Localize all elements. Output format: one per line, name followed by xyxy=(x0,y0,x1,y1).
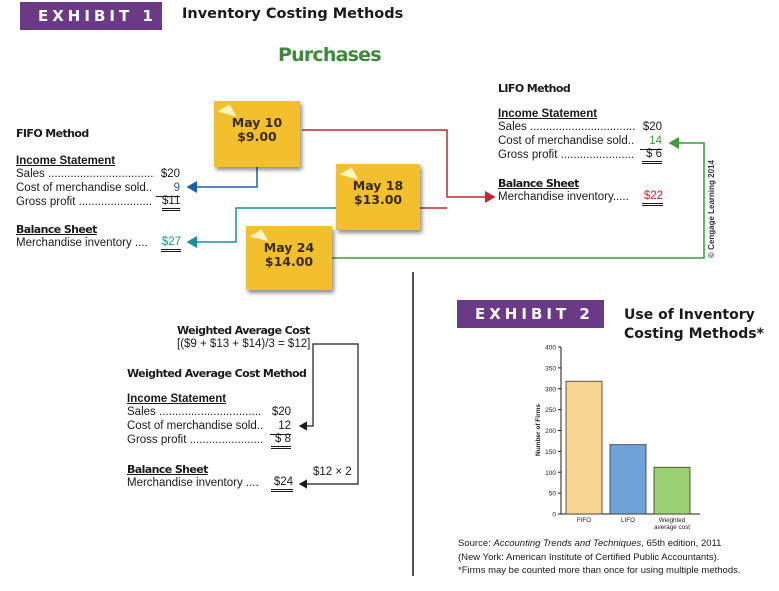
lifo-inventory-value: $22 xyxy=(642,190,663,206)
note-date: May 24 xyxy=(263,240,315,255)
lifo-cogs-value: 14 xyxy=(640,135,662,150)
lifo-gp-value: $ 6 xyxy=(642,148,662,164)
source-suffix: , 65th edition, 2011 xyxy=(641,538,722,549)
exhibit-1-title: Inventory Costing Methods xyxy=(182,6,404,22)
lifo-income-statement-heading: Income Statement xyxy=(498,108,598,120)
lifo-sales-value: $20 xyxy=(642,121,662,133)
wac-statement: Income Statement Sales .................… xyxy=(127,393,302,493)
wac-gp-label: Gross profit ....................... xyxy=(127,434,264,446)
fifo-inventory-connector xyxy=(186,207,336,248)
note-price: $9.00 xyxy=(237,129,277,144)
fifo-cogs-value: 9 xyxy=(156,182,180,197)
wac-income-statement-heading: Income Statement xyxy=(127,393,227,405)
source-prefix: Source: xyxy=(458,538,494,549)
note-date: May 18 xyxy=(352,178,404,193)
wac-sales-value: $20 xyxy=(271,406,291,418)
purchase-note-may-24: May 24 $14.00 xyxy=(246,226,332,290)
wac-inventory-connector xyxy=(298,343,359,489)
fifo-sales-value: $20 xyxy=(160,168,180,180)
wac-inventory-value: $24 xyxy=(271,476,293,492)
note-price: $13.00 xyxy=(353,192,403,207)
wac-cogs-value: 12 xyxy=(270,420,291,435)
wac-cogs-label: Cost of merchandise sold.. xyxy=(127,420,264,432)
fifo-statement: Income Statement Sales .................… xyxy=(16,155,186,255)
exhibit-2-title-line-2: Costing Methods* xyxy=(624,326,764,342)
exhibit-2-badge: EXHIBIT 2 xyxy=(457,300,604,328)
exhibit-2-title: Use of Inventory Costing Methods* xyxy=(624,306,764,344)
lifo-statement: Income Statement Sales .................… xyxy=(498,108,673,208)
lifo-inventory-label: Merchandise inventory..... xyxy=(498,191,629,203)
fifo-cogs-connector xyxy=(186,165,258,193)
lifo-inventory-connector xyxy=(302,129,496,203)
source-line-2: (New York: American Institute of Certifi… xyxy=(458,551,720,563)
copyright-notice: © Cengage Learning 2014 xyxy=(707,160,716,258)
exhibit-1-badge: EXHIBIT 1 xyxy=(20,2,162,30)
fifo-gp-value: $11 xyxy=(162,195,180,211)
wac-sales-label: Sales ................................ xyxy=(127,406,262,418)
purchase-note-may-18: May 18 $13.00 xyxy=(336,164,420,230)
fifo-inventory-label: Merchandise inventory .... xyxy=(16,237,148,249)
wac-gp-value: $ 8 xyxy=(271,433,291,449)
lifo-heading: LIFO Method xyxy=(498,82,571,95)
wac-method-heading: Weighted Average Cost Method xyxy=(127,367,307,380)
fifo-income-statement-heading: Income Statement xyxy=(16,155,116,167)
fifo-balance-sheet-heading: Balance Sheet xyxy=(16,223,97,236)
source-title: Accounting Trends and Techniques xyxy=(493,538,642,549)
note-price: $14.00 xyxy=(264,254,314,269)
exhibit-2-title-line-1: Use of Inventory xyxy=(624,307,755,323)
wac-cogs-connector xyxy=(298,343,322,431)
source-line-1: Source: Accounting Trends and Techniques… xyxy=(458,537,741,551)
note-date: May 10 xyxy=(231,115,283,130)
fifo-sales-label: Sales ................................. xyxy=(16,168,154,180)
fifo-gp-label: Gross profit ....................... xyxy=(16,196,153,208)
lifo-gp-label: Gross profit ....................... xyxy=(498,149,635,161)
wac-balance-sheet-heading: Balance Sheet xyxy=(127,463,208,476)
fifo-cogs-label: Cost of merchandise sold.. xyxy=(16,182,153,194)
fifo-inventory-value: $27 xyxy=(161,236,181,252)
wac-formula: [($9 + $13 + $14)/3 = $12] xyxy=(177,338,311,350)
lifo-balance-sheet-heading: Balance Sheet xyxy=(498,177,579,190)
purchase-note-may-10: May 10 $9.00 xyxy=(214,101,300,167)
wac-inventory-label: Merchandise inventory .... xyxy=(127,477,259,489)
lifo-sales-label: Sales ................................. xyxy=(498,121,636,133)
fifo-heading: FIFO Method xyxy=(16,127,89,140)
source-line-3: *Firms may be counted more than once for… xyxy=(458,565,741,576)
lifo-cogs-connector xyxy=(332,137,705,259)
lifo-cogs-label: Cost of merchandise sold.. xyxy=(498,135,635,147)
purchases-heading: Purchases xyxy=(278,44,382,66)
wac-times-label: $12 × 2 xyxy=(313,466,352,478)
wac-cost-heading: Weighted Average Cost xyxy=(177,324,310,337)
exhibit-2-source: Source: Accounting Trends and Techniques… xyxy=(458,537,741,578)
